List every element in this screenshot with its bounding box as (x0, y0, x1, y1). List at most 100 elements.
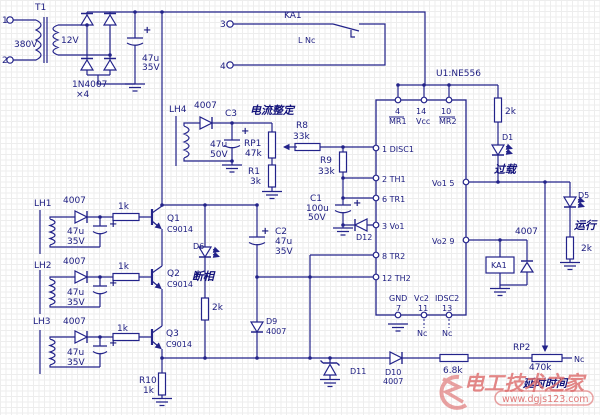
ic-pin-5 (462, 178, 470, 186)
terminal-1 (6, 16, 14, 24)
label-ic-pin13-nc: Nc (442, 329, 452, 338)
label-ic-pin10-number: 10 (441, 107, 451, 116)
potentiometer-rp1 (267, 131, 277, 159)
d6-led-ray (212, 251, 220, 258)
label-r1-designator: R1 (248, 167, 260, 177)
label-ic-pin13-name: IDSC2 (435, 294, 459, 303)
watermark-swirl (439, 374, 468, 410)
resistor-r1 (267, 164, 277, 188)
label-ic-pin10-name: MR2 (439, 117, 457, 126)
label-ic-pin13-number: 13 (442, 304, 452, 313)
label-lh2-diode-part: 4007 (63, 257, 86, 267)
label-r9-designator: R9 (320, 156, 332, 166)
label-d6-designator: D6 (193, 242, 204, 251)
label-r8-designator: R8 (296, 121, 308, 131)
label-lh1-designator: LH1 (34, 199, 52, 209)
label-ic-pin11-name: Vc2 (414, 294, 429, 303)
label-watermark-site-url: www.dgjs123.com (502, 394, 589, 405)
ic-pin-11 (420, 311, 428, 319)
label-overload-label: 过载 (494, 163, 518, 176)
label-relay-contact-designator: KA1 (284, 11, 302, 21)
label-r8-value: 33k (293, 132, 310, 142)
label-d12-designator: D12 (356, 233, 372, 242)
d5-led-ray (577, 196, 585, 203)
wire-segments (13, 11, 572, 399)
label-r-2k-top-value: 2k (505, 107, 517, 117)
ic-pin-14 (420, 96, 428, 104)
label-c3-value: 47u (210, 140, 227, 150)
label-rp2-value: 470k (529, 363, 552, 373)
label-terminal-4-number: 4 (220, 62, 226, 72)
resistor-q1-base (112, 212, 140, 222)
ic-pin-3 (372, 221, 380, 229)
potentiometer-rp2 (531, 353, 563, 363)
label-lh3-cap-value: 47u (67, 348, 84, 358)
label-secondary-voltage: 12V (61, 36, 79, 46)
label-ic-pin3-label: 3 Vo1 (382, 222, 404, 231)
label-lh2-cap-plus: + (109, 278, 117, 289)
label-bridge-diode-qty: ×4 (76, 90, 90, 100)
label-ic-pin8-label: 8 TR2 (382, 252, 405, 261)
label-q2-part: C9014 (167, 280, 193, 289)
label-c1-plus: + (353, 198, 361, 209)
label-ic-pin9-label: Vo2 9 (432, 237, 454, 246)
label-primary-voltage: 380V (14, 40, 38, 50)
terminal-3 (226, 20, 234, 28)
resistor-bodies (112, 97, 575, 396)
ic-pin-6 (372, 194, 380, 202)
label-terminal-2-number: 2 (2, 56, 8, 66)
label-d9-designator: D9 (266, 317, 277, 326)
ic-pin-13 (445, 311, 453, 319)
label-c2-designator: C2 (275, 227, 287, 237)
label-terminal-1-number: 1 (2, 16, 8, 26)
label-lh2-cap-value: 47u (67, 288, 84, 298)
label-rp1-designator: RP1 (244, 139, 261, 149)
label-lh1-cap-voltage: 35V (67, 237, 85, 247)
label-r1-value: 3k (250, 177, 262, 187)
label-lh2-designator: LH2 (34, 261, 52, 271)
resistor-68k (439, 353, 469, 363)
resistor-2k-d6 (200, 297, 210, 321)
label-c3-plus: + (241, 126, 249, 137)
ic-pin-4 (394, 96, 402, 104)
terminal-4 (226, 61, 234, 69)
label-rp2-nc: Nc (574, 355, 584, 364)
label-q3-designator: Q3 (166, 329, 179, 339)
ic-pin-7 (394, 311, 402, 319)
label-lh1-cap-plus: + (109, 219, 117, 230)
label-d11-designator: D11 (350, 367, 366, 376)
label-ic-pin11-nc: Nc (417, 329, 427, 338)
label-ic-pin1-label: 1 DISC1 (382, 145, 414, 154)
d5-led-ray (577, 201, 585, 208)
label-q3-base-resistor: 1k (117, 324, 129, 334)
label-running-label: 运行 (574, 219, 598, 232)
label-ic-pin7-number: 7 (396, 304, 401, 313)
d1-led-ray (505, 148, 513, 155)
label-ic-pin5-label: Vo1 5 (432, 179, 454, 188)
ground-symbols (125, 83, 580, 407)
d1-led-ray (505, 143, 513, 150)
label-lh1-cap-value: 47u (67, 227, 84, 237)
label-ic-pin14-name: Vcc (416, 117, 430, 126)
relay-ka1-coil-box (485, 256, 515, 274)
q2-emitter-arrow (151, 280, 162, 290)
label-q3-part: C9014 (166, 340, 192, 349)
label-transformer-designator: T1 (34, 3, 46, 13)
label-ic-pin14-number: 14 (416, 107, 426, 116)
label-ic-pin2-label: 2 TH1 (382, 175, 406, 184)
resistor-r10 (157, 372, 167, 396)
label-filter-cap-value: 47u (142, 54, 159, 64)
label-c2-plus: + (261, 226, 269, 237)
label-filter-cap-voltage: 35V (142, 63, 160, 73)
label-filter-cap-plus: + (143, 25, 151, 36)
ic-pin-2 (372, 174, 380, 182)
label-q1-part: C9014 (167, 225, 193, 234)
label-r9-value: 33k (318, 167, 335, 177)
ic-pin-1 (372, 144, 380, 152)
label-relay-contact-type: L Nc (298, 36, 315, 45)
resistor-2k-top (493, 97, 503, 123)
q3-emitter-arrow (151, 340, 162, 350)
label-c3-voltage: 50V (210, 150, 228, 160)
